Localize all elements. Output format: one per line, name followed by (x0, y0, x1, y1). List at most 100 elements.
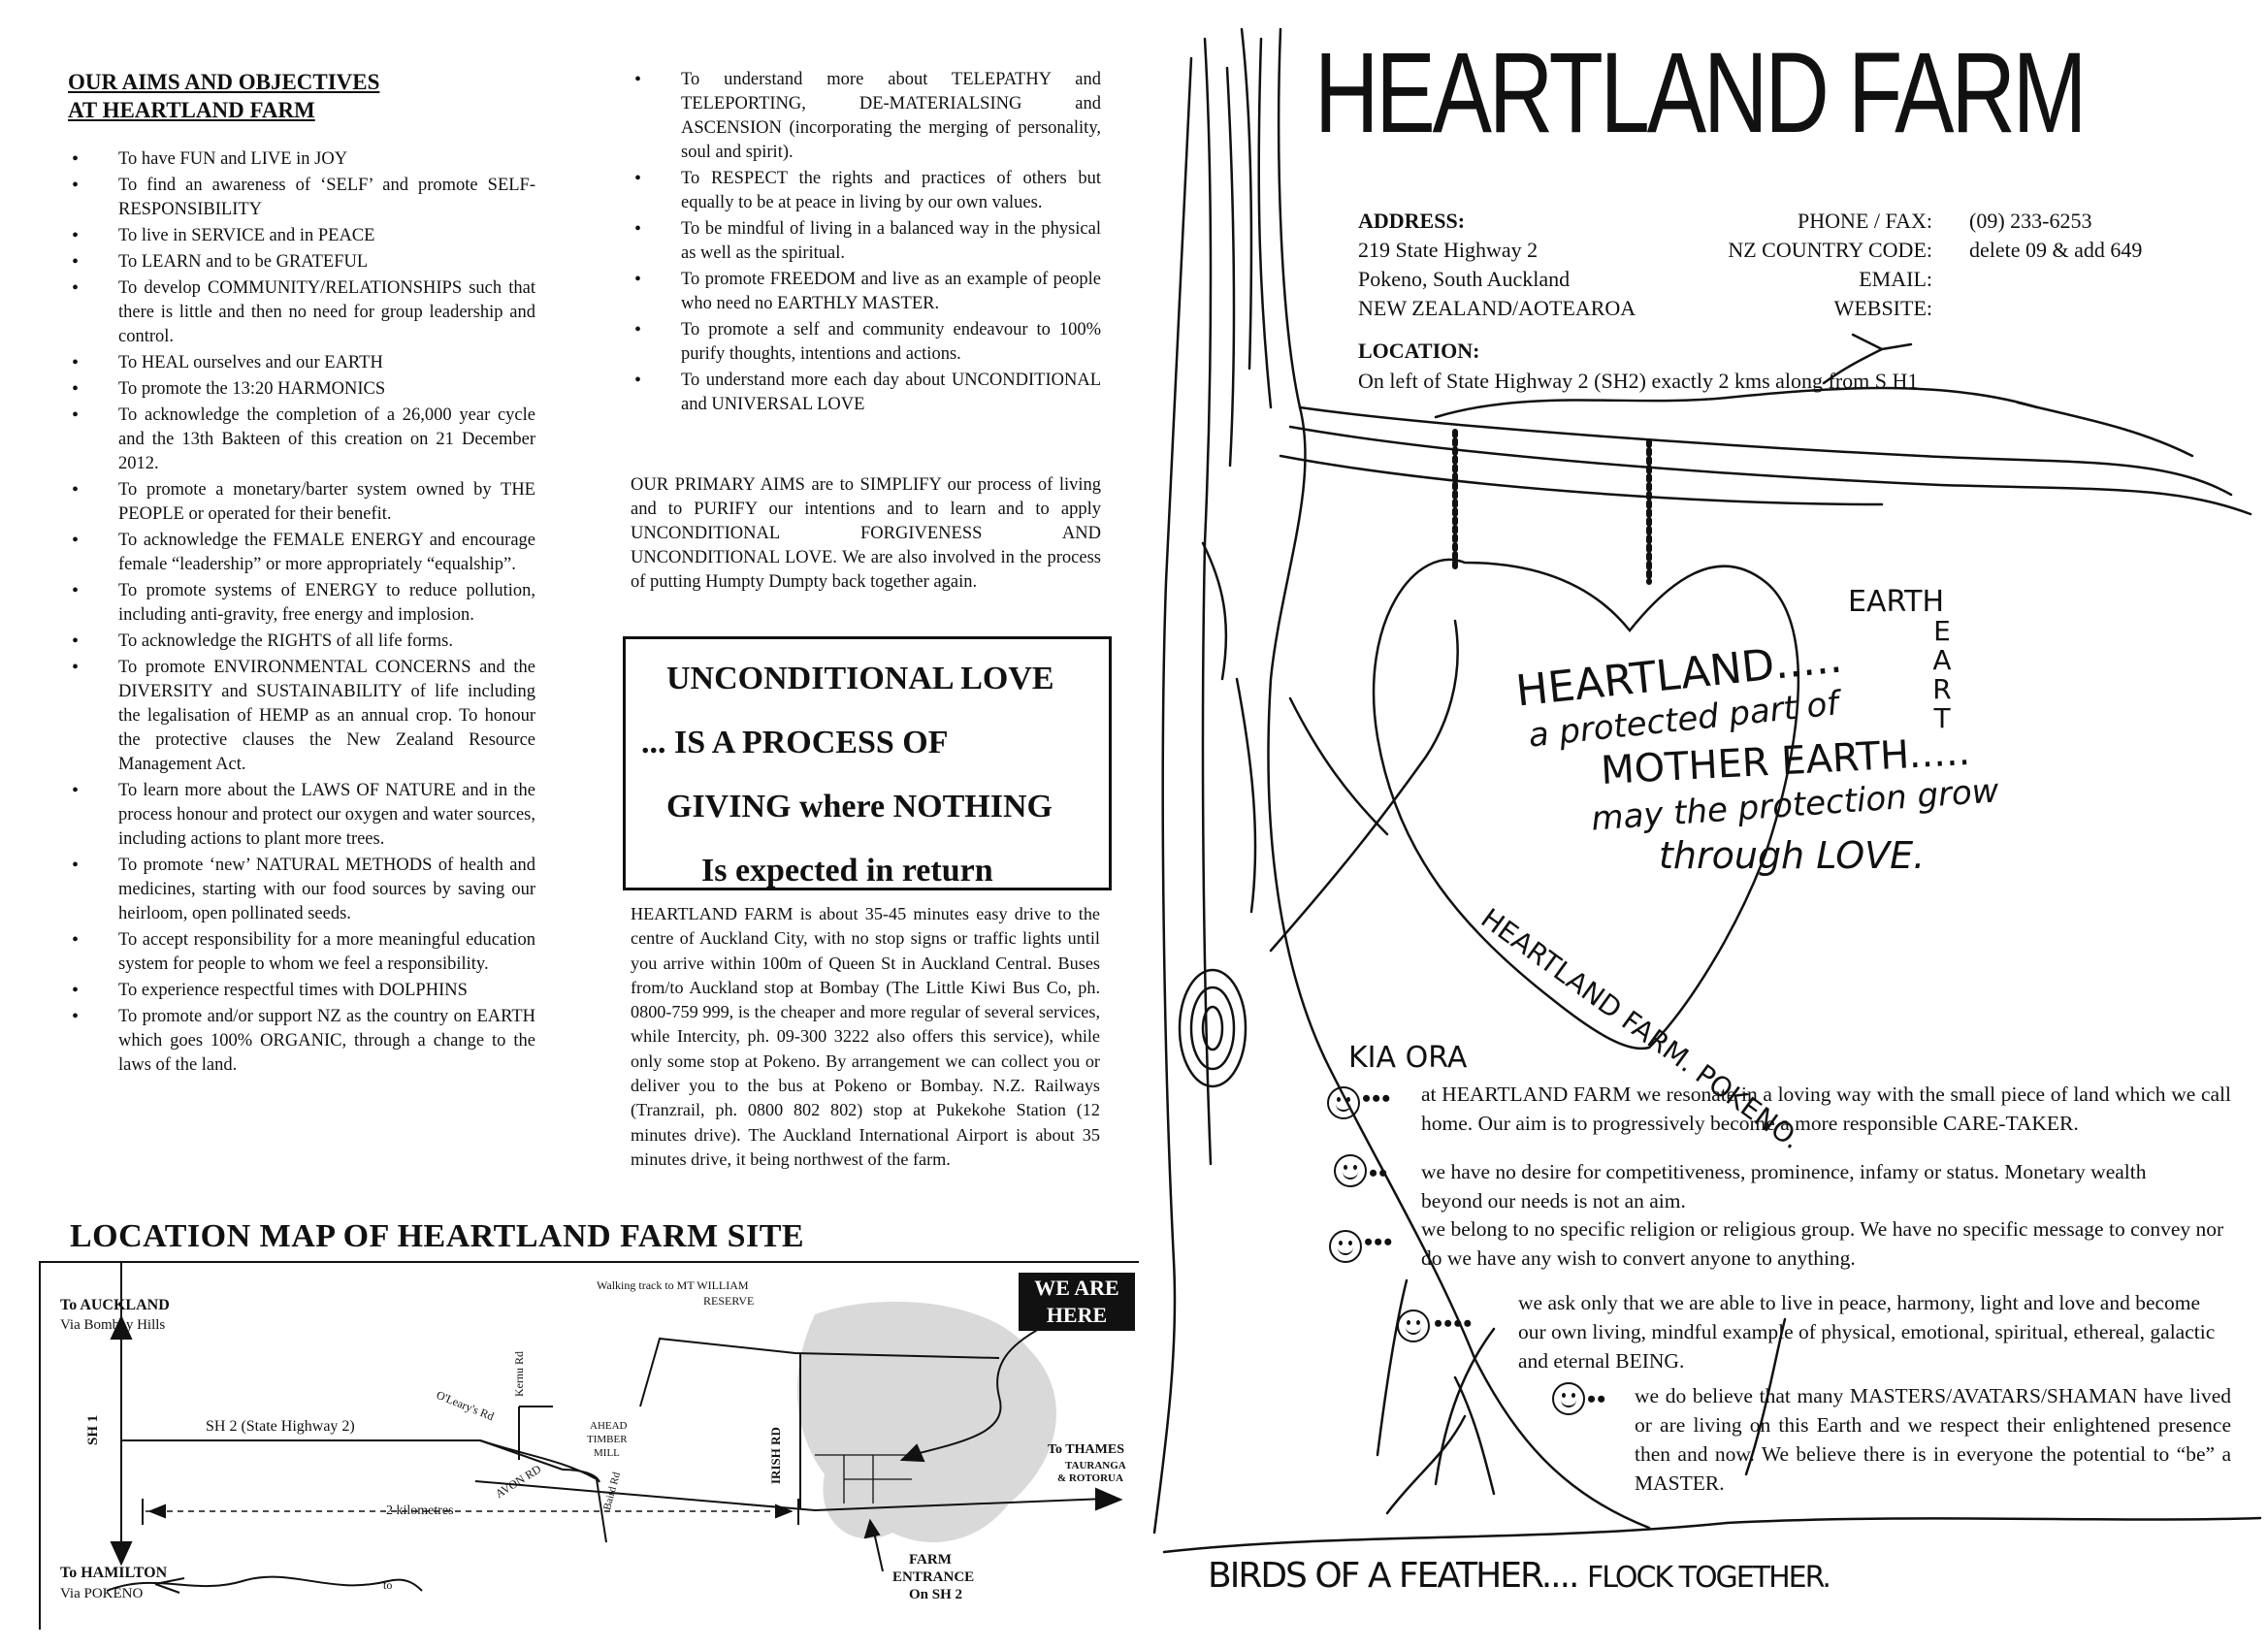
address-line3: NEW ZEALAND/AOTEAROA (1358, 296, 1636, 320)
dots-icon: •• (1369, 1159, 1389, 1187)
dots-icon: •• (1587, 1385, 1607, 1413)
we-are-here-badge: WE ARE HERE (1019, 1273, 1135, 1331)
map-label-farm: FARM (909, 1552, 952, 1568)
location-text: On left of State Highway 2 (SH2) exactly… (1358, 369, 1919, 393)
address-label: ADDRESS: (1358, 209, 1466, 233)
quote-line: Is expected in return (701, 853, 993, 889)
aim-item: To acknowledge the completion of a 26,00… (68, 404, 535, 476)
paragraph-3: we belong to no specific religion or rel… (1421, 1217, 2224, 1270)
map-label-2km: 2 kilometres (386, 1504, 454, 1518)
email-label: EMAIL: (1859, 267, 1932, 291)
aims-title-line2: AT HEARTLAND FARM (68, 98, 315, 122)
map-label-mill: MILL (594, 1447, 620, 1459)
kia-ora: KIA ORA (1348, 1041, 1468, 1075)
quote-line: UNCONDITIONAL LOVE (666, 661, 1054, 696)
smiley-icon (1334, 1154, 1367, 1187)
footer-part1: BIRDS OF A FEATHER.... (1208, 1556, 1579, 1596)
heart-vertical-earth: E A R T (1930, 617, 1954, 733)
map-label-kernu: Kernu Rd (512, 1351, 526, 1397)
smiley-icon (1552, 1382, 1585, 1415)
footer-part2: FLOCK TOGETHER. (1586, 1561, 1831, 1595)
location-label: LOCATION: (1358, 339, 1480, 363)
paragraph-4: we ask only that we are able to live in … (1518, 1291, 2216, 1373)
aims-list-middle: To understand more about TELEPATHY and T… (631, 68, 1101, 419)
heart-vertical-letter: E (1933, 615, 1951, 647)
phone-label: PHONE / FAX: (1798, 209, 1932, 233)
map-label-sh2: SH 2 (State Highway 2) (206, 1418, 355, 1435)
country-code-label: NZ COUNTRY CODE: (1728, 238, 1932, 262)
smiley-icon (1327, 1086, 1360, 1119)
map-label-to-thames: To THAMES (1048, 1442, 1124, 1457)
quote-box: UNCONDITIONAL LOVE ... IS A PROCESS OF G… (623, 636, 1112, 890)
aim-item: To understand more about TELEPATHY and T… (631, 68, 1101, 165)
map-title: LOCATION MAP OF HEARTLAND FARM SITE (70, 1218, 805, 1254)
aim-item: To acknowledge the RIGHTS of all life fo… (68, 630, 535, 654)
paragraph-1: at HEARTLAND FARM we resonate in a lovin… (1421, 1083, 2231, 1135)
map-label-via-bombay: Via Bombay Hills (60, 1317, 166, 1333)
aims-title-line1: OUR AIMS AND OBJECTIVES (68, 70, 380, 94)
map-label-irish: IRISH RD (768, 1427, 783, 1484)
aim-item: To be mindful of living in a balanced wa… (631, 217, 1101, 266)
smiley-icon (1397, 1310, 1430, 1342)
farm-title: HEARTLAND FARM (1314, 29, 2087, 157)
map-label-walking-track: Walking track to MT WILLIAM (597, 1278, 749, 1292)
heart-vertical-letter: R (1932, 673, 1952, 705)
dots-icon: ••• (1362, 1084, 1392, 1113)
aim-item: To promote ‘new’ NATURAL METHODS of heal… (68, 854, 535, 926)
heart-vertical-letter: T (1933, 702, 1951, 734)
map-label-ahead: AHEAD (590, 1420, 628, 1432)
aim-item: To promote FREEDOM and live as an exampl… (631, 268, 1101, 316)
primary-aims-paragraph: OUR PRIMARY AIMS are to SIMPLIFY our pro… (631, 475, 1101, 592)
aim-item: To understand more each day about UNCOND… (631, 369, 1101, 417)
country-code-value: delete 09 & add 649 (1969, 238, 2143, 262)
dots-icon: ••• (1364, 1228, 1394, 1256)
heart-vertical-letter: A (1932, 644, 1952, 676)
map-label-via-pokeno: Via POKENO (60, 1586, 144, 1601)
map-label-sh1: SH 1 (85, 1414, 101, 1445)
heart-earth: EARTH (1848, 585, 1945, 619)
quote-line: ... IS A PROCESS OF (641, 725, 949, 760)
aims-title: OUR AIMS AND OBJECTIVES AT HEARTLAND FAR… (68, 68, 611, 124)
address-line1: 219 State Highway 2 (1358, 238, 1539, 262)
aim-item: To experience respectful times with DOLP… (68, 979, 535, 1003)
aim-item: To learn more about the LAWS OF NATURE a… (68, 779, 535, 852)
smiley-icon (1329, 1230, 1362, 1263)
aim-item: To find an awareness of ‘SELF’ and promo… (68, 174, 535, 222)
aim-item: To accept responsibility for a more mean… (68, 928, 535, 977)
aim-item: To promote ENVIRONMENTAL CONCERNS and th… (68, 656, 535, 777)
aim-item: To develop COMMUNITY/RELATIONSHIPS such … (68, 276, 535, 349)
map-label-reserve: RESERVE (703, 1294, 755, 1308)
map-label-on-sh2: On SH 2 (909, 1587, 963, 1602)
map-label-timber: TIMBER (587, 1434, 628, 1445)
map-label-rotorua: & ROTORUA (1057, 1472, 1123, 1484)
aims-list-left: To have FUN and LIVE in JOY To find an a… (68, 147, 535, 1080)
aim-item: To HEAL ourselves and our EARTH (68, 351, 535, 375)
phone-value: (09) 233-6253 (1969, 209, 2092, 233)
aim-item: To promote the 13:20 HARMONICS (68, 377, 535, 402)
aim-item: To LEARN and to be GRATEFUL (68, 250, 535, 275)
aim-item: To RESPECT the rights and practices of o… (631, 167, 1101, 215)
footer-slogan: BIRDS OF A FEATHER.... FLOCK TOGETHER. (1208, 1556, 1831, 1596)
location-map (106, 1261, 1123, 1594)
website-label: WEBSITE: (1833, 296, 1932, 320)
map-label-to-hamilton: To HAMILTON (60, 1565, 168, 1581)
aim-item: To promote a monetary/barter system owne… (68, 478, 535, 527)
map-label-tauranga: TAURANGA (1065, 1460, 1126, 1471)
address-line2: Pokeno, South Auckland (1358, 267, 1571, 291)
quote-line: GIVING where NOTHING (666, 789, 1053, 824)
paragraph-2: we have no desire for competitiveness, p… (1421, 1160, 2147, 1212)
travel-paragraph: HEARTLAND FARM is about 35-45 minutes ea… (631, 904, 1100, 1169)
aim-item: To promote systems of ENERGY to reduce p… (68, 579, 535, 628)
map-label-to: to (383, 1578, 393, 1592)
aim-item: To acknowledge the FEMALE ENERGY and enc… (68, 529, 535, 577)
heart-line5: through LOVE. (1659, 834, 1926, 877)
map-label-to-auckland: To AUCKLAND (60, 1297, 170, 1313)
dots-icon: •••• (1434, 1310, 1474, 1338)
tree-illustration (1152, 27, 2262, 1554)
aim-item: To have FUN and LIVE in JOY (68, 147, 535, 172)
aim-item: To promote a self and community endeavou… (631, 318, 1101, 367)
aim-item: To live in SERVICE and in PEACE (68, 224, 535, 248)
paragraph-5: we do believe that many MASTERS/AVATARS/… (1635, 1384, 2231, 1495)
aim-item: To promote and/or support NZ as the coun… (68, 1005, 535, 1078)
map-frame (39, 1261, 1139, 1630)
